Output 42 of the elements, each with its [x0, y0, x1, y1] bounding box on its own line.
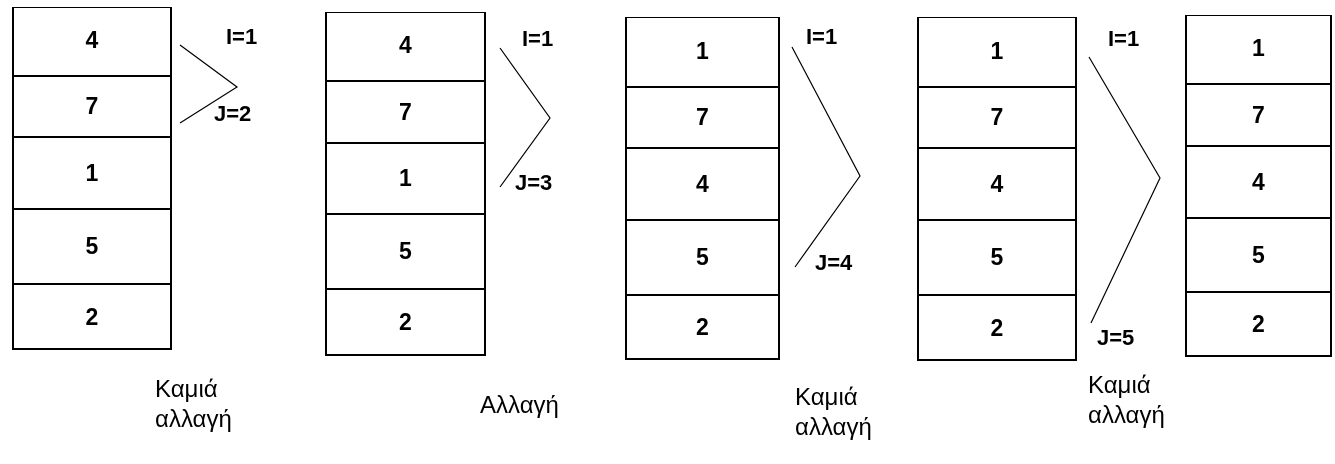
index-label: I=1 [1108, 26, 1140, 52]
array-box [917, 17, 1077, 361]
array-cell: 2 [1187, 291, 1330, 356]
array-cell: 4 [1187, 145, 1330, 217]
array-cell: 7 [1187, 83, 1330, 145]
result-note: Καμιά αλλαγή [1088, 370, 1166, 430]
array-cell: 5 [1187, 217, 1330, 291]
array-cell: 5 [14, 208, 170, 283]
index-label: J=2 [214, 101, 252, 127]
array-cell: 7 [14, 75, 170, 136]
array-box [12, 7, 172, 350]
array-cell: 4 [627, 147, 778, 219]
array-cell: 4 [919, 147, 1075, 219]
result-note: Καμιά αλλαγή [795, 382, 873, 442]
index-label: I=1 [806, 24, 838, 50]
index-label: J=5 [1097, 325, 1135, 351]
array-box [325, 12, 486, 356]
array-cell: 1 [14, 136, 170, 208]
index-label: I=1 [522, 26, 554, 52]
array-cell: 4 [327, 11, 484, 80]
array-cell: 5 [627, 219, 778, 294]
array-cell: 1 [327, 142, 484, 213]
result-note: Καμιά αλλαγή [155, 374, 233, 434]
array-cell: 4 [14, 6, 170, 75]
array-box [625, 17, 780, 360]
index-label: J=4 [815, 250, 853, 276]
array-cell: 1 [919, 16, 1075, 86]
array-cell: 7 [919, 86, 1075, 147]
result-note: Αλλαγή [480, 390, 560, 420]
array-cell: 1 [1187, 14, 1330, 83]
array-cell: 5 [919, 219, 1075, 294]
array-cell: 2 [327, 288, 484, 355]
array-cell: 2 [919, 294, 1075, 360]
array-cell: 2 [14, 283, 170, 349]
array-cell: 5 [327, 213, 484, 288]
array-cell: 7 [327, 80, 484, 142]
index-label: I=1 [226, 24, 258, 50]
array-box [1185, 15, 1332, 357]
array-cell: 1 [627, 16, 778, 86]
array-cell: 2 [627, 294, 778, 359]
array-cell: 7 [627, 86, 778, 147]
index-label: J=3 [515, 170, 553, 196]
